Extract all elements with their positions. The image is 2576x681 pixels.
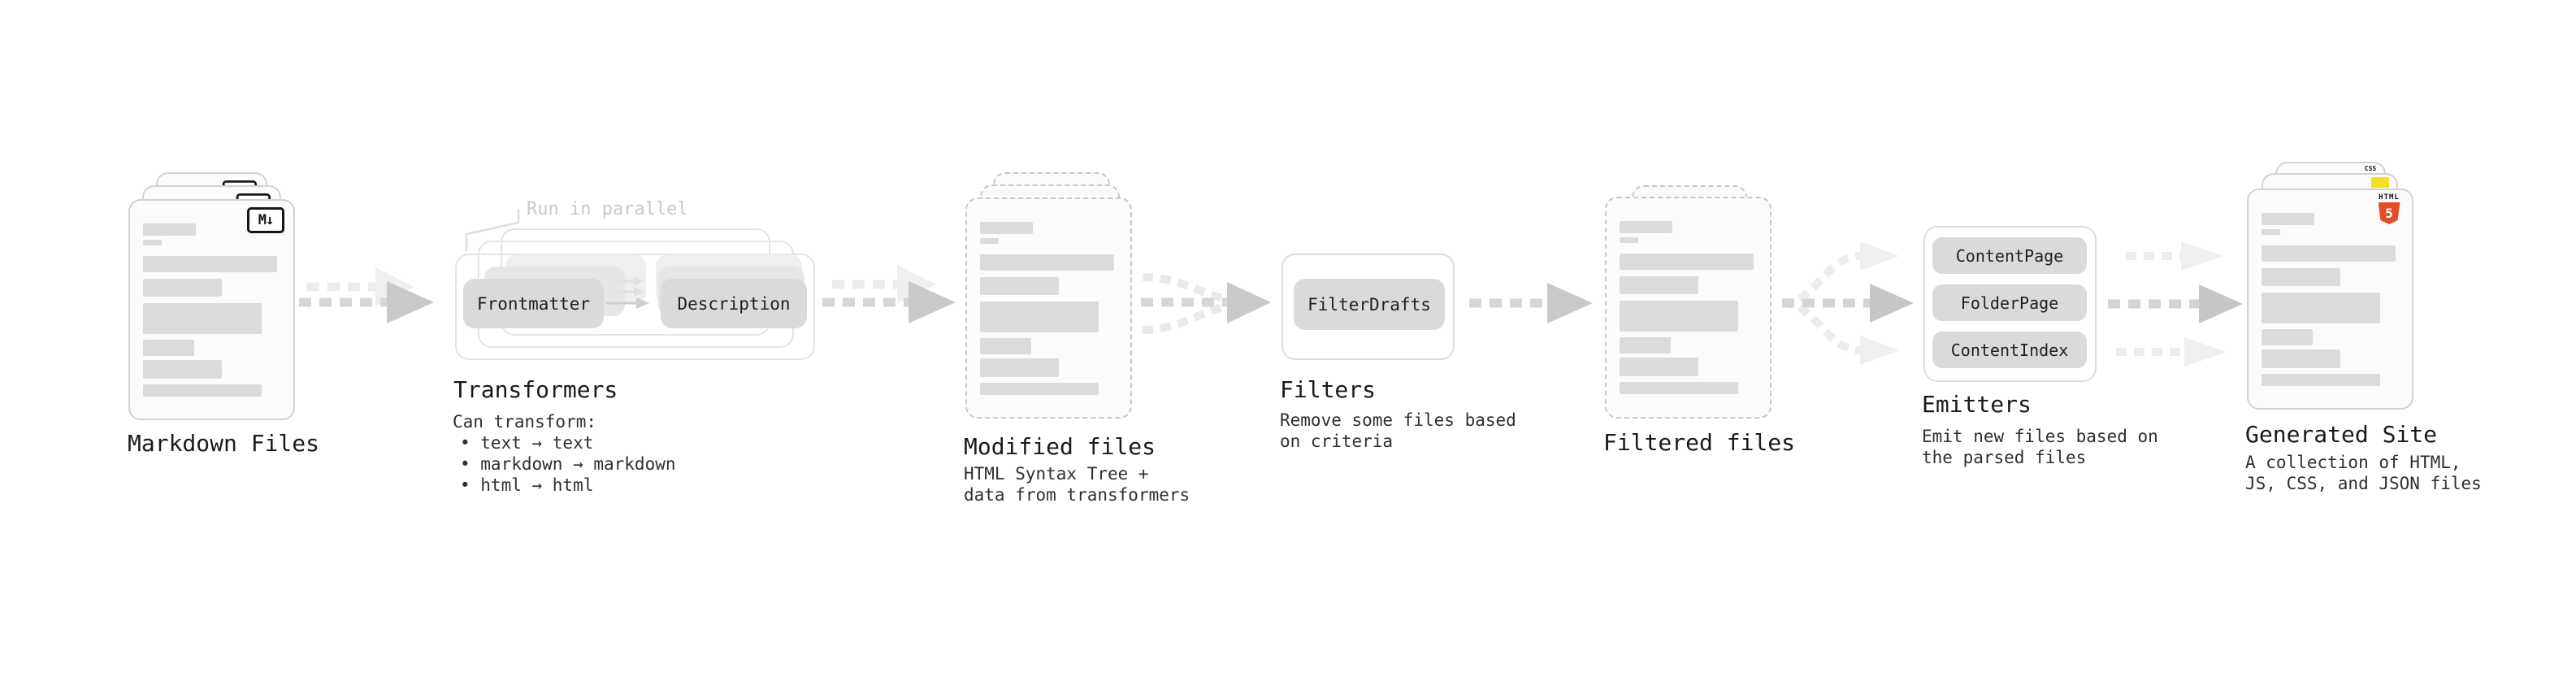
placeholder-line: [980, 358, 1059, 377]
js-icon: [2371, 177, 2389, 188]
placeholder-line: [143, 303, 262, 334]
placeholder-line: [2262, 329, 2313, 345]
emitter-pill-folderpage: FolderPage: [1932, 284, 2087, 321]
document-placeholder-lines: [980, 199, 1118, 395]
stage-label: Modified files: [964, 433, 1156, 460]
html5-icon: HTML 5: [2376, 193, 2402, 224]
document-card: [1605, 197, 1772, 419]
flow-arrow: [1469, 283, 1593, 323]
run-in-parallel-annotation: Run in parallel: [527, 199, 688, 219]
description-line: the parsed files: [1922, 448, 2087, 467]
stage-description: Emit new files based on the parsed files: [1922, 426, 2158, 468]
placeholder-line: [1620, 254, 1754, 270]
placeholder-line: [2262, 374, 2380, 386]
description-line: Remove some files based: [1280, 410, 1516, 430]
stage-description: Remove some files based on criteria: [1280, 410, 1516, 452]
placeholder-line: [980, 383, 1099, 395]
placeholder-line: [143, 240, 162, 245]
description-line: JS, CSS, and JSON files: [2245, 474, 2482, 493]
transformer-pill-frontmatter: Frontmatter: [463, 279, 604, 328]
stage-label: Transformers: [453, 376, 618, 403]
description-line: data from transformers: [964, 485, 1190, 505]
html5-shield: 5: [2378, 202, 2400, 224]
placeholder-line: [2262, 229, 2280, 235]
placeholder-line: [1620, 301, 1738, 332]
placeholder-line: [2262, 245, 2396, 262]
flow-arrow: [822, 265, 956, 323]
description-line: Emit new files based on: [1922, 427, 2158, 446]
document-placeholder-lines: [143, 201, 281, 397]
description-line: • text → text: [460, 433, 594, 453]
placeholder-line: [980, 222, 1033, 234]
flow-arrow-split: [1781, 241, 1914, 365]
placeholder-line: [2262, 293, 2380, 323]
placeholder-line: [980, 254, 1114, 271]
stage-label: Filters: [1280, 376, 1377, 403]
flow-arrow-triple: [2108, 241, 2243, 367]
placeholder-line: [980, 238, 999, 244]
description-line: on criteria: [1280, 432, 1394, 451]
placeholder-line: [143, 223, 196, 236]
css-wordmark: CSS: [2364, 165, 2377, 172]
document-card: M↓: [128, 199, 295, 420]
document-placeholder-lines: [2262, 190, 2400, 386]
filter-pill-filterdrafts: FilterDrafts: [1294, 279, 1445, 330]
stage-description: A collection of HTML, JS, CSS, and JSON …: [2245, 452, 2482, 494]
placeholder-line: [1620, 382, 1738, 394]
placeholder-line: [1620, 358, 1698, 376]
emitter-pill-contentindex: ContentIndex: [1932, 332, 2087, 368]
document-card: HTML 5: [2247, 189, 2413, 410]
placeholder-line: [2262, 349, 2340, 368]
stage-label: Generated Site: [2245, 421, 2438, 448]
placeholder-line: [980, 277, 1059, 295]
placeholder-line: [1620, 337, 1671, 354]
placeholder-line: [2262, 213, 2314, 225]
stage-description: Can transform: • text → text • markdown …: [453, 411, 676, 496]
flow-arrow: [299, 267, 434, 323]
ghost-arrow: [832, 265, 936, 304]
placeholder-line: [143, 256, 277, 272]
stage-label: Filtered files: [1603, 429, 1796, 456]
document-placeholder-lines: [1620, 198, 1758, 394]
emitter-pill-contentpage: ContentPage: [1932, 237, 2087, 274]
placeholder-line: [143, 384, 262, 397]
placeholder-line: [1620, 237, 1638, 243]
description-line: A collection of HTML,: [2245, 453, 2461, 472]
description-line: • html → html: [460, 475, 594, 495]
annotation-leader-line: [465, 209, 520, 251]
stage-label: Emitters: [1922, 391, 2032, 418]
html5-wordmark: HTML: [2379, 193, 2400, 202]
placeholder-line: [2262, 268, 2340, 286]
placeholder-line: [143, 360, 222, 379]
stage-label: Markdown Files: [128, 430, 320, 457]
description-line: HTML Syntax Tree +: [964, 464, 1149, 484]
description-line: Can transform:: [453, 412, 597, 432]
markdown-icon: M↓: [247, 207, 284, 233]
description-line: • markdown → markdown: [460, 454, 676, 474]
placeholder-line: [980, 301, 1099, 332]
placeholder-line: [143, 340, 194, 356]
placeholder-line: [143, 279, 222, 297]
placeholder-line: [1620, 221, 1672, 233]
parallel-arrows: [606, 276, 649, 309]
document-card: [965, 197, 1132, 419]
placeholder-line: [980, 338, 1031, 354]
transformer-pill-description: Description: [661, 279, 807, 328]
flow-arrow-merge: [1141, 273, 1271, 334]
stage-description: HTML Syntax Tree + data from transformer…: [964, 463, 1190, 505]
placeholder-line: [1620, 276, 1698, 294]
